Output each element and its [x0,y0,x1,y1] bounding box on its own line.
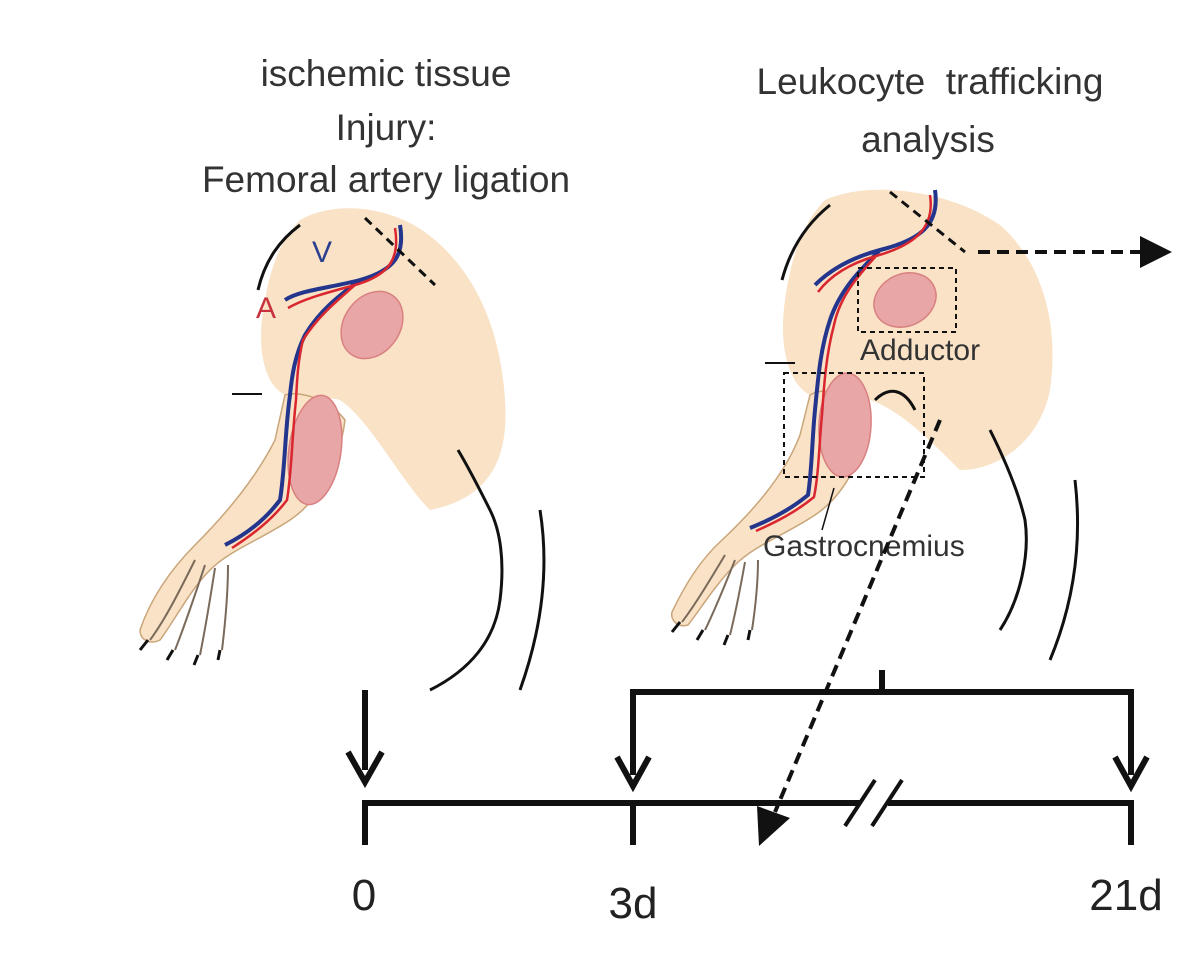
day21-down-arrow [1112,722,1150,793]
adductor-analysis-arrowhead [1140,236,1172,268]
left-gastrocnemius-muscle [287,394,343,506]
right-vein [749,189,938,530]
right-ligation-line [889,190,966,254]
right-artery [755,194,932,533]
left-adductor-muscle [340,290,404,360]
right-toes [681,554,759,636]
right-claws [670,621,752,646]
left-vein [224,224,404,547]
left-thigh-skin [261,208,506,511]
gastrocnemius-analysis-arrow [773,419,942,813]
left-artery [231,227,398,550]
left-title-line-2: Injury: [336,107,437,148]
axis-break-mark-1 [843,778,877,828]
left-title-line-1: ischemic tissue [261,53,512,94]
left-title-line-3: Femoral artery ligation [202,159,570,200]
gastrocnemius-label: Gastrocnemius [763,530,965,563]
artery-label: A [256,292,276,325]
adductor-label: Adductor [860,334,980,367]
day3-down-arrow [614,722,652,793]
axis-break-mark-2 [870,778,904,828]
gastrocnemius-analysis-arrowhead [757,806,790,846]
right-tail-outline [1048,479,1080,661]
tick-label-3d: 3d [609,879,658,928]
left-mouse-hindlimb-illustration: A V [138,208,546,692]
injury-down-arrow [345,690,385,789]
left-body-outline [256,223,504,692]
tick-label-21d: 21d [1089,871,1162,920]
right-inner-outline [873,389,917,411]
left-claws [138,639,222,666]
vein-label: V [312,236,332,269]
right-panel: Leukocyte trafficking analysis Adductor … [670,61,1172,846]
left-ligation-line [363,216,437,287]
left-tail-outline [518,509,546,691]
right-title-line-1: Leukocyte trafficking [757,61,1104,102]
gastrocnemius-pointer-line [821,487,835,531]
analysis-bracket [630,670,1134,725]
right-mouse-hindlimb-illustration: Adductor Gastrocnemius [670,189,1080,661]
tick-label-0: 0 [352,871,376,920]
left-panel: ischemic tissue Injury: Femoral artery l… [138,53,570,692]
gastrocnemius-selection-box [783,372,925,478]
left-toes [149,559,229,656]
adductor-selection-box [857,267,957,333]
right-body-outline [780,203,1028,631]
timeline: 0 3d 21d [345,670,1163,928]
right-adductor-muscle [873,272,937,328]
right-title-line-2: analysis [861,119,995,160]
